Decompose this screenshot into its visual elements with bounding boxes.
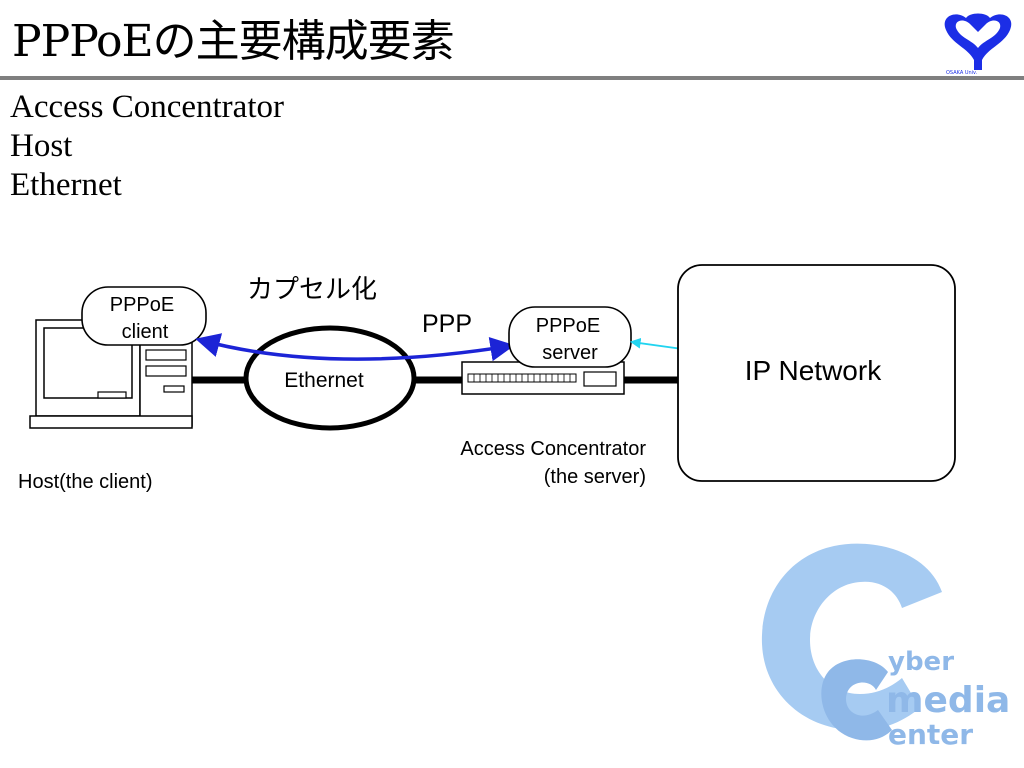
pppoe-server-label-line2: server <box>542 342 598 364</box>
cmc-word-media: media <box>886 680 1010 721</box>
encapsulation-label: カプセル化 <box>247 275 377 305</box>
ip-network-label: IP Network <box>745 355 882 386</box>
pppoe-client-bubble <box>81 286 207 346</box>
list-item-access-concentrator: Access Concentrator <box>10 89 284 125</box>
cybermedia-center-logo-icon: yber media enter <box>761 543 1010 751</box>
component-list: Access Concentrator Host Ethernet <box>10 88 284 205</box>
ppp-session-arrow <box>195 333 515 362</box>
title-divider <box>0 76 1024 80</box>
host-computer-icon <box>29 319 193 429</box>
list-item-ethernet: Ethernet <box>10 167 122 203</box>
pppoe-client-label-line2: client <box>122 321 169 343</box>
pppoe-client-label-line1: PPPoE <box>110 294 174 316</box>
ppp-label: PPP <box>422 310 472 338</box>
page-title: PPPoEの主要構成要素 <box>12 16 455 67</box>
university-logo-icon: OSAKA Univ. <box>944 13 1012 76</box>
pppoe-server-bubble <box>508 306 632 368</box>
host-caption: Host(the client) <box>18 471 153 493</box>
list-item-host: Host <box>10 128 73 164</box>
logo-small-text: OSAKA Univ. <box>946 70 978 76</box>
cmc-word-enter: enter <box>888 718 973 751</box>
access-concentrator-caption-line2: (the server) <box>544 466 646 488</box>
access-concentrator-caption-line1: Access Concentrator <box>460 438 646 460</box>
ethernet-label: Ethernet <box>284 369 364 392</box>
pppoe-server-label-line1: PPPoE <box>536 315 600 337</box>
ip-network-box <box>677 264 956 482</box>
cmc-word-yber: yber <box>888 647 954 677</box>
